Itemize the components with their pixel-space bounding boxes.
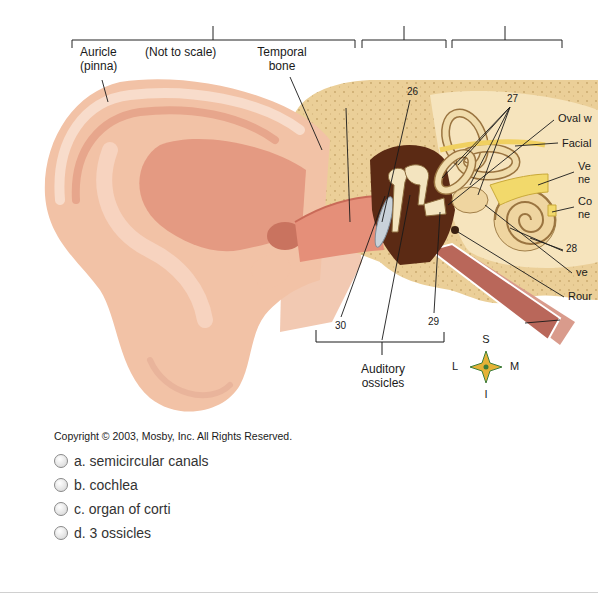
auricle	[45, 79, 330, 411]
section-brackets	[213, 26, 214, 40]
temporal-bone	[430, 91, 598, 268]
answer-option: d. 3 ossicles	[74, 525, 151, 541]
leader-lines	[538, 172, 574, 185]
answer-option: b. cochlea	[74, 477, 138, 493]
auricle	[104, 150, 205, 320]
compass-rose	[470, 351, 502, 383]
ear-canal	[295, 196, 378, 222]
leader-lines	[458, 107, 510, 165]
compass-rose	[484, 365, 489, 370]
compass-rose	[470, 351, 502, 383]
leader-lines	[346, 108, 350, 222]
ossicles	[405, 165, 429, 205]
leader-lines	[552, 207, 574, 212]
nerves	[490, 174, 548, 205]
section-brackets	[362, 40, 446, 48]
inner-ear	[451, 226, 459, 234]
copyright-note: Copyright © 2003, Mosby, Inc. All Rights…	[54, 430, 292, 442]
nerves	[548, 205, 556, 216]
callout-number: 26	[407, 86, 418, 98]
part-label: ve	[576, 266, 588, 279]
page-rule	[0, 592, 598, 593]
page-rule	[0, 592, 598, 593]
part-label: Oval w	[558, 112, 592, 125]
radio-buttons	[55, 527, 68, 540]
leader-lines	[510, 228, 563, 251]
ossicles-bracket	[316, 330, 444, 342]
part-label: Auricle (pinna)	[80, 46, 136, 74]
leader-lines	[478, 107, 510, 195]
auricle	[139, 139, 306, 251]
leader-lines	[515, 143, 558, 146]
callout-number: 30	[335, 320, 346, 332]
leader-lines	[434, 212, 440, 313]
leader-lines	[448, 120, 554, 205]
auricle	[45, 79, 330, 411]
part-label: Rour	[568, 290, 592, 303]
callout-number: 27	[507, 93, 518, 105]
answer-option: c. organ of corti	[74, 501, 171, 517]
answer-option: a. semicircular canals	[74, 453, 209, 469]
callout-number: 28	[566, 243, 577, 255]
leader-lines	[470, 107, 510, 185]
leader-lines	[485, 205, 572, 273]
nerves	[440, 142, 556, 216]
auricle	[150, 360, 230, 395]
scale-note: (Not to scale)	[145, 46, 216, 60]
ossicles	[388, 168, 406, 232]
section-brackets	[452, 40, 562, 48]
temporal-bone	[292, 80, 598, 303]
part-label: Auditory ossicles	[353, 363, 413, 391]
compass-letter: L	[452, 360, 458, 373]
leader-lines	[442, 107, 510, 178]
leader-lines	[458, 232, 564, 297]
section-brackets	[404, 26, 405, 40]
leader-lines	[341, 196, 385, 317]
part-label: Temporal bone	[251, 46, 313, 74]
leader-lines	[382, 100, 410, 222]
radio-buttons	[55, 455, 68, 468]
leader-lines	[102, 77, 574, 340]
part-label: Ve ne	[578, 160, 594, 185]
section-brackets	[505, 26, 506, 40]
eustachian-tube	[430, 244, 560, 340]
part-label: Co ne	[578, 195, 594, 220]
radio-buttons	[55, 455, 68, 540]
compass-letter: S	[482, 333, 489, 346]
temporal-bone	[292, 80, 598, 303]
ossicles	[424, 198, 446, 216]
auricle	[250, 254, 290, 288]
leader-lines	[102, 80, 108, 102]
ear-canal	[295, 196, 384, 262]
leader-lines	[525, 320, 560, 323]
inner-ear	[452, 187, 488, 213]
ossicles-bracket	[316, 330, 444, 355]
section-brackets	[72, 26, 562, 48]
part-label: Facial	[562, 137, 591, 150]
radio-buttons	[55, 503, 68, 516]
callout-number: 29	[428, 316, 439, 328]
leader-lines	[290, 77, 322, 150]
ear-canal	[295, 196, 384, 262]
inner-ear	[432, 108, 556, 251]
temporal-bone	[292, 80, 598, 303]
radio-buttons	[55, 479, 68, 492]
compass-letter: I	[484, 388, 487, 401]
leader-lines	[382, 195, 410, 340]
ossicles-bracket	[382, 342, 383, 355]
nerves	[440, 142, 545, 150]
compass-letter: M	[510, 360, 519, 373]
